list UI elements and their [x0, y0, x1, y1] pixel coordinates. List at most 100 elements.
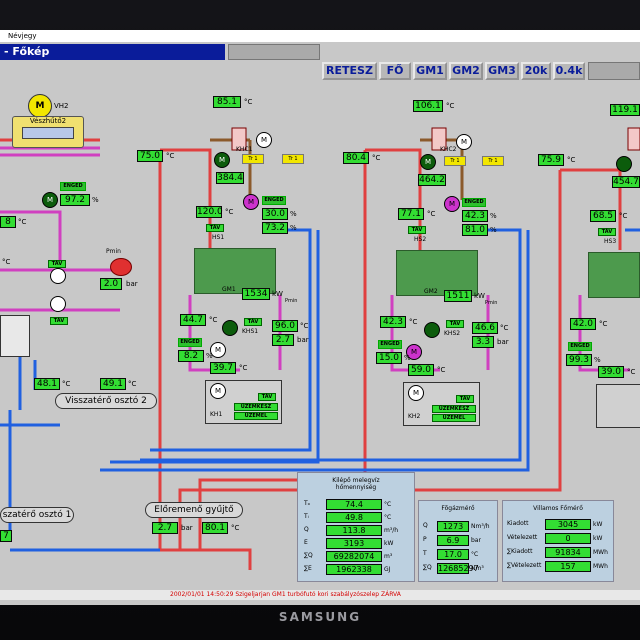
pmin-label: Pmin [106, 248, 121, 255]
unit2-pct3: 15.0 [376, 352, 402, 364]
celsius-unit: °C [244, 98, 253, 106]
gm3-button[interactable]: GM3 [485, 62, 519, 80]
tav-button[interactable]: TÁV [48, 260, 66, 268]
percent-unit: % [290, 210, 297, 218]
motor-icon: M [210, 342, 226, 358]
meter-label: Kiadott [507, 520, 529, 527]
meter-value: 17.0 [437, 549, 469, 560]
unit2-khc-label: KHC2 [440, 146, 457, 153]
vesz-label: Vészhűtő2 [29, 117, 67, 125]
percent-unit: % [490, 226, 497, 234]
celsius-unit: °C [500, 324, 509, 332]
unit2-t2: 46.6 [472, 322, 498, 334]
fo-button[interactable]: FŐ [379, 62, 411, 80]
supply-temp-value: 80.1 [202, 522, 228, 534]
tr1-button[interactable]: Tr 1 [242, 154, 264, 164]
meter-label: Tₒ [304, 500, 311, 507]
04k-button[interactable]: 0.4k [553, 62, 585, 80]
unit3-side-temp: 75.9 [538, 154, 564, 166]
tav-button[interactable]: TÁV [456, 395, 474, 403]
unit2-kh-label: KH2 [408, 413, 421, 420]
uzemel-indicator: ÜZEMEL [432, 414, 476, 422]
window-title: - Főkép [0, 44, 225, 60]
meter-value: 113.8 [326, 525, 382, 536]
meter-unit: MWh [593, 549, 608, 556]
unit3-v1: 454.7 [612, 176, 640, 188]
meter-unit: GJ [384, 566, 391, 573]
tav-button[interactable]: TÁV [258, 393, 276, 401]
enged-button[interactable]: ENGED [262, 196, 286, 205]
gm1-button[interactable]: GM1 [413, 62, 447, 80]
unit2-pct1: 42.3 [462, 210, 488, 222]
meter-label: Q [423, 522, 428, 529]
meter-value: 3193 [326, 538, 382, 549]
tav-button[interactable]: TÁV [598, 228, 616, 236]
unit3-pct3: 99.3 [566, 354, 592, 366]
motor-icon: M [210, 383, 226, 399]
tav-button[interactable]: TÁV [446, 320, 464, 328]
meter-value: 1962338 [326, 564, 382, 575]
pressure-value: 2.0 [100, 278, 122, 290]
20k-button[interactable]: 20k [521, 62, 551, 80]
tav-button[interactable]: TÁV [206, 224, 224, 232]
unit1-kh-label: KH1 [210, 411, 223, 418]
hot-pipe [160, 548, 252, 570]
gm2-button[interactable]: GM2 [449, 62, 483, 80]
kw-unit: kW [272, 290, 283, 298]
tav-button[interactable]: TÁV [244, 318, 262, 326]
tr1-button[interactable]: Tr 1 [444, 156, 466, 166]
enged-button[interactable]: ENGED [60, 182, 86, 191]
meter-label: ∑Vételezett [507, 562, 542, 569]
bar-unit: bar [497, 338, 509, 346]
celsius-unit: °C [62, 380, 71, 388]
left-temp-value: 8 [0, 216, 16, 228]
tr1-button[interactable]: Tr 1 [282, 154, 304, 164]
retesz-button[interactable]: RETESZ [322, 62, 377, 80]
unit2-side-temp: 80.4 [343, 152, 369, 164]
heat-exchanger-khc2 [431, 127, 447, 151]
enged-button[interactable]: ENGED [378, 340, 402, 349]
uzemkesz-indicator: ÜZEMKÉSZ [234, 403, 278, 411]
monitor-brand-logo: SAMSUNG [278, 610, 362, 624]
celsius-unit: °C [627, 368, 636, 376]
return-temp-value: 49.1 [100, 378, 126, 390]
glycol-pipe [0, 210, 62, 270]
emergency-cooler-box: Vészhűtő2 [12, 116, 84, 148]
panel-title: Fõgázmérő [441, 505, 475, 512]
enged-button[interactable]: ENGED [462, 198, 486, 207]
celsius-unit: °C [446, 102, 455, 110]
meter-label: ∑Q [423, 564, 432, 571]
pump-percent-value: 97.2 [60, 194, 90, 206]
meter-unit: Nm³/h [471, 523, 490, 530]
unit1-gas-engine [194, 248, 276, 294]
enged-button[interactable]: ENGED [568, 342, 592, 351]
heat-exchanger-khc1 [231, 127, 247, 151]
meter-unit: kW [384, 540, 394, 547]
meter-unit: MWh [593, 563, 608, 570]
menu-item-nevjegy[interactable]: Névjegy [8, 32, 37, 40]
unit2-khs-label: KHS2 [444, 330, 461, 337]
unit2-gas-engine [396, 250, 478, 296]
unit3-t3: 39.0 [598, 366, 624, 378]
status-bar [0, 590, 640, 600]
meter-value: 74.4 [326, 499, 382, 510]
unit1-power: 1534 [242, 288, 270, 300]
unit2-top-temp: 106.1 [413, 100, 443, 112]
tav-button[interactable]: TÁV [408, 226, 426, 234]
tr1-button[interactable]: Tr 1 [482, 156, 504, 166]
meter-label: T [423, 550, 427, 557]
pmin-label: Pmin [485, 300, 498, 306]
percent-unit: % [92, 196, 99, 204]
enged-button[interactable]: ENGED [178, 338, 202, 347]
tav-button[interactable]: TÁV [50, 317, 68, 325]
unit1-pct3: 8.2 [178, 350, 204, 362]
pump-icon [50, 268, 66, 284]
